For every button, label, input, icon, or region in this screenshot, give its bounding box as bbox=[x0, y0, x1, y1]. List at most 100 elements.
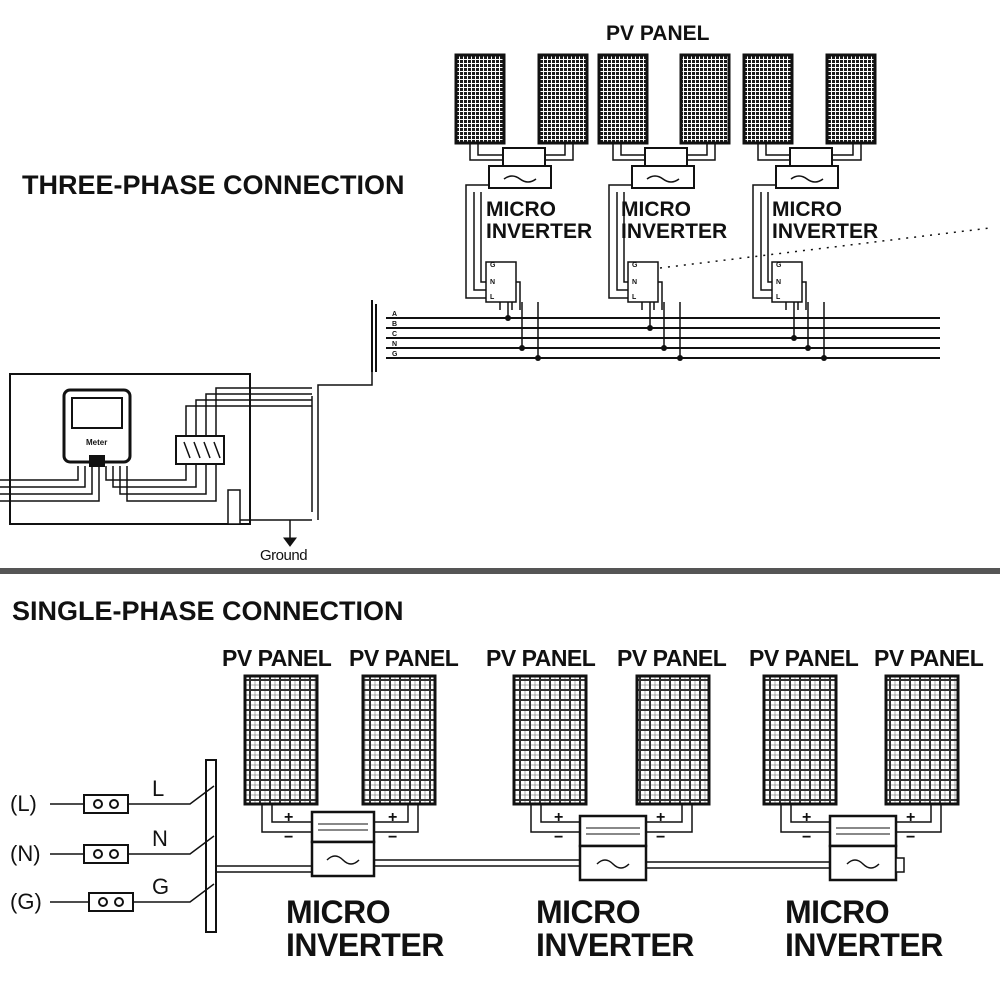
pv-panel bbox=[679, 53, 731, 145]
pv-panel bbox=[243, 674, 319, 806]
pv-panel-label: PV PANEL bbox=[349, 645, 459, 671]
micro-inverter-box bbox=[310, 840, 376, 878]
plus-sign: + bbox=[388, 809, 398, 826]
terminal-connector-n bbox=[83, 844, 129, 864]
bus-letter: A bbox=[392, 311, 398, 318]
pv-panel-label: PV PANEL bbox=[874, 645, 984, 671]
pv-panel bbox=[742, 53, 794, 145]
breaker-block bbox=[175, 435, 225, 465]
distribution-enclosure bbox=[9, 373, 251, 525]
terminal-letter: N bbox=[776, 279, 782, 286]
single-phase-diagram bbox=[50, 674, 960, 933]
plus-sign: + bbox=[554, 809, 564, 826]
line-letter-n: N bbox=[152, 826, 168, 851]
ground-bar bbox=[227, 489, 241, 525]
ground-label: Ground bbox=[260, 547, 308, 564]
pv-panel bbox=[361, 674, 437, 806]
bottom-pv-panels bbox=[243, 674, 960, 806]
ac-trunk-cable bbox=[214, 857, 905, 873]
pv-panel bbox=[537, 53, 589, 145]
micro-inverter-box bbox=[828, 814, 898, 848]
plus-sign: + bbox=[906, 809, 916, 826]
micro-inverter-label: MICRO INVERTER bbox=[772, 199, 878, 243]
micro-label-line1: MICRO bbox=[486, 198, 556, 221]
minus-sign: − bbox=[802, 829, 812, 846]
minus-sign: − bbox=[906, 829, 916, 846]
ground-symbol bbox=[283, 537, 297, 547]
terminal-letter: L bbox=[632, 294, 637, 301]
pv-panel bbox=[825, 53, 877, 145]
terminal-label-g: (G) bbox=[10, 889, 42, 914]
pv-panel-label: PV PANEL bbox=[749, 645, 859, 671]
terminal-label-l: (L) bbox=[10, 791, 37, 816]
pv-panel bbox=[635, 674, 711, 806]
minus-sign: − bbox=[284, 829, 294, 846]
pv-panel bbox=[597, 53, 649, 145]
micro-label-line2: INVERTER bbox=[536, 927, 694, 963]
meter-wiring bbox=[0, 387, 312, 502]
service-cable bbox=[311, 372, 373, 520]
energy-meter bbox=[62, 388, 132, 467]
micro-label-line2: INVERTER bbox=[785, 927, 943, 963]
minus-sign: − bbox=[388, 829, 398, 846]
plus-sign: + bbox=[284, 809, 294, 826]
pv-panel-label: PV PANEL bbox=[486, 645, 596, 671]
micro-inverter-box bbox=[488, 165, 552, 189]
line-letter-g: G bbox=[152, 874, 170, 899]
micro-inverter-label: MICRO INVERTER bbox=[785, 896, 943, 962]
micro-label-line1: MICRO bbox=[621, 198, 691, 221]
minus-sign: − bbox=[656, 829, 666, 846]
micro-inverter-box bbox=[631, 165, 695, 189]
terminal-letter: N bbox=[490, 279, 496, 286]
terminal-connector-l bbox=[83, 794, 129, 814]
minus-sign: − bbox=[554, 829, 564, 846]
plus-sign: + bbox=[656, 809, 666, 826]
top-terminal-blocks bbox=[485, 261, 803, 303]
micro-inverter-label: MICRO INVERTER bbox=[286, 896, 444, 962]
pv-panel-label: PV PANEL bbox=[606, 22, 710, 45]
pv-panel-label: PV PANEL bbox=[222, 645, 332, 671]
pv-panel-label: PV PANEL bbox=[617, 645, 727, 671]
three-phase-title: THREE-PHASE CONNECTION bbox=[22, 170, 405, 200]
top-dc-leads bbox=[469, 143, 862, 161]
terminal-letter: G bbox=[776, 262, 782, 269]
terminal-letter: L bbox=[490, 294, 495, 301]
terminal-letter: L bbox=[776, 294, 781, 301]
micro-inverter-box bbox=[310, 810, 376, 844]
meter-label: Meter bbox=[86, 438, 108, 447]
three-phase-bus bbox=[371, 300, 940, 372]
bus-letter: B bbox=[392, 321, 398, 328]
micro-inverter-box bbox=[775, 165, 839, 189]
section-divider bbox=[0, 568, 1000, 574]
micro-label-line2: INVERTER bbox=[772, 220, 879, 243]
micro-label-line1: MICRO bbox=[286, 894, 391, 930]
bus-letter: G bbox=[392, 351, 398, 358]
bus-letter: C bbox=[392, 331, 398, 338]
terminal-letter: G bbox=[632, 262, 638, 269]
micro-label-line2: INVERTER bbox=[286, 927, 444, 963]
micro-inverter-label: MICRO INVERTER bbox=[621, 199, 727, 243]
breaker-switches bbox=[183, 441, 221, 459]
micro-label-line2: INVERTER bbox=[621, 220, 728, 243]
pv-panel bbox=[884, 674, 960, 806]
terminal-label-n: (N) bbox=[10, 841, 41, 866]
top-micro-inverters bbox=[488, 147, 839, 189]
terminal-connectors bbox=[83, 794, 134, 912]
pv-panel bbox=[512, 674, 588, 806]
feed-lines bbox=[50, 785, 215, 903]
pv-panel bbox=[762, 674, 838, 806]
plus-sign: + bbox=[802, 809, 812, 826]
pv-panel bbox=[454, 53, 506, 145]
terminal-letter: N bbox=[632, 279, 638, 286]
single-phase-title: SINGLE-PHASE CONNECTION bbox=[12, 596, 404, 626]
micro-inverter-label: MICRO INVERTER bbox=[536, 896, 694, 962]
micro-label-line1: MICRO bbox=[785, 894, 890, 930]
terminal-connector-g bbox=[88, 892, 134, 912]
micro-label-line2: INVERTER bbox=[486, 220, 593, 243]
three-phase-diagram bbox=[0, 53, 991, 547]
line-letter-l: L bbox=[152, 776, 165, 801]
bottom-dc-leads bbox=[261, 804, 942, 833]
bus-letter: N bbox=[392, 341, 398, 348]
top-pv-panels bbox=[454, 53, 877, 145]
micro-label-line1: MICRO bbox=[536, 894, 641, 930]
